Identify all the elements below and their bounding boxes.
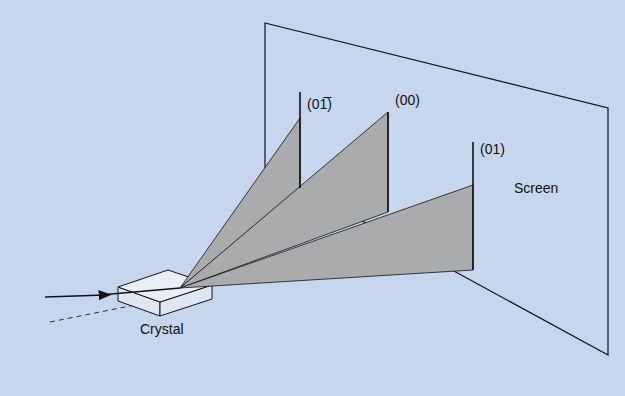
diffracted-beams xyxy=(180,112,473,288)
spot-index-label: (01) xyxy=(480,142,505,157)
spot-index-label: (01̅) xyxy=(307,97,332,112)
diffraction-spot-lines xyxy=(300,92,473,270)
screen-label: Screen xyxy=(514,181,558,196)
spot-index-label: (00) xyxy=(395,93,420,108)
incident-beam xyxy=(45,288,180,297)
crystal-label: Crystal xyxy=(140,322,184,337)
